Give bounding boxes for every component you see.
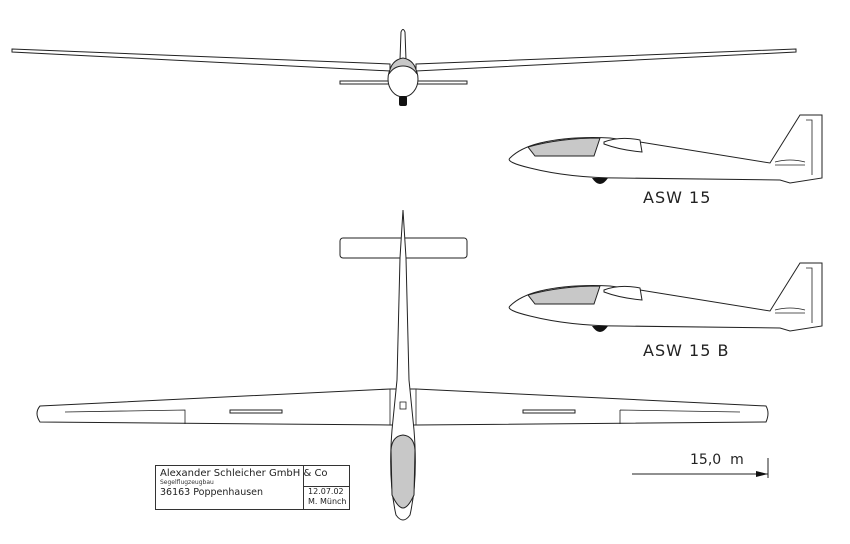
side-view-1-label: ASW 15 (643, 188, 712, 207)
top-view (36, 209, 769, 521)
front-canopy (388, 57, 418, 75)
title-block-main: Alexander Schleicher GmbH & Co Segelflug… (156, 466, 328, 509)
company-address: 36163 Poppenhausen (160, 487, 264, 498)
title-block: Alexander Schleicher GmbH & Co Segelflug… (155, 465, 350, 510)
company-name: Alexander Schleicher GmbH & Co (160, 468, 328, 479)
top-canopy (390, 434, 416, 509)
side-view-asw15 (508, 114, 823, 184)
scale-bar-label: 15,0 m (690, 452, 744, 468)
title-block-empty-cell (304, 466, 349, 487)
front-view (11, 29, 797, 106)
side-view-2-label: ASW 15 B (643, 341, 730, 360)
company-subtitle: Segelflugzeugbau (160, 479, 214, 486)
title-block-meta: 12.07.02 M. Münch (308, 487, 347, 507)
drawing-author: M. Münch (308, 497, 347, 506)
front-wheel (399, 96, 407, 106)
front-fin (399, 29, 407, 61)
side-view-asw15b (508, 262, 823, 332)
drawing-date: 12.07.02 (308, 487, 344, 496)
scale-bar (632, 458, 769, 478)
